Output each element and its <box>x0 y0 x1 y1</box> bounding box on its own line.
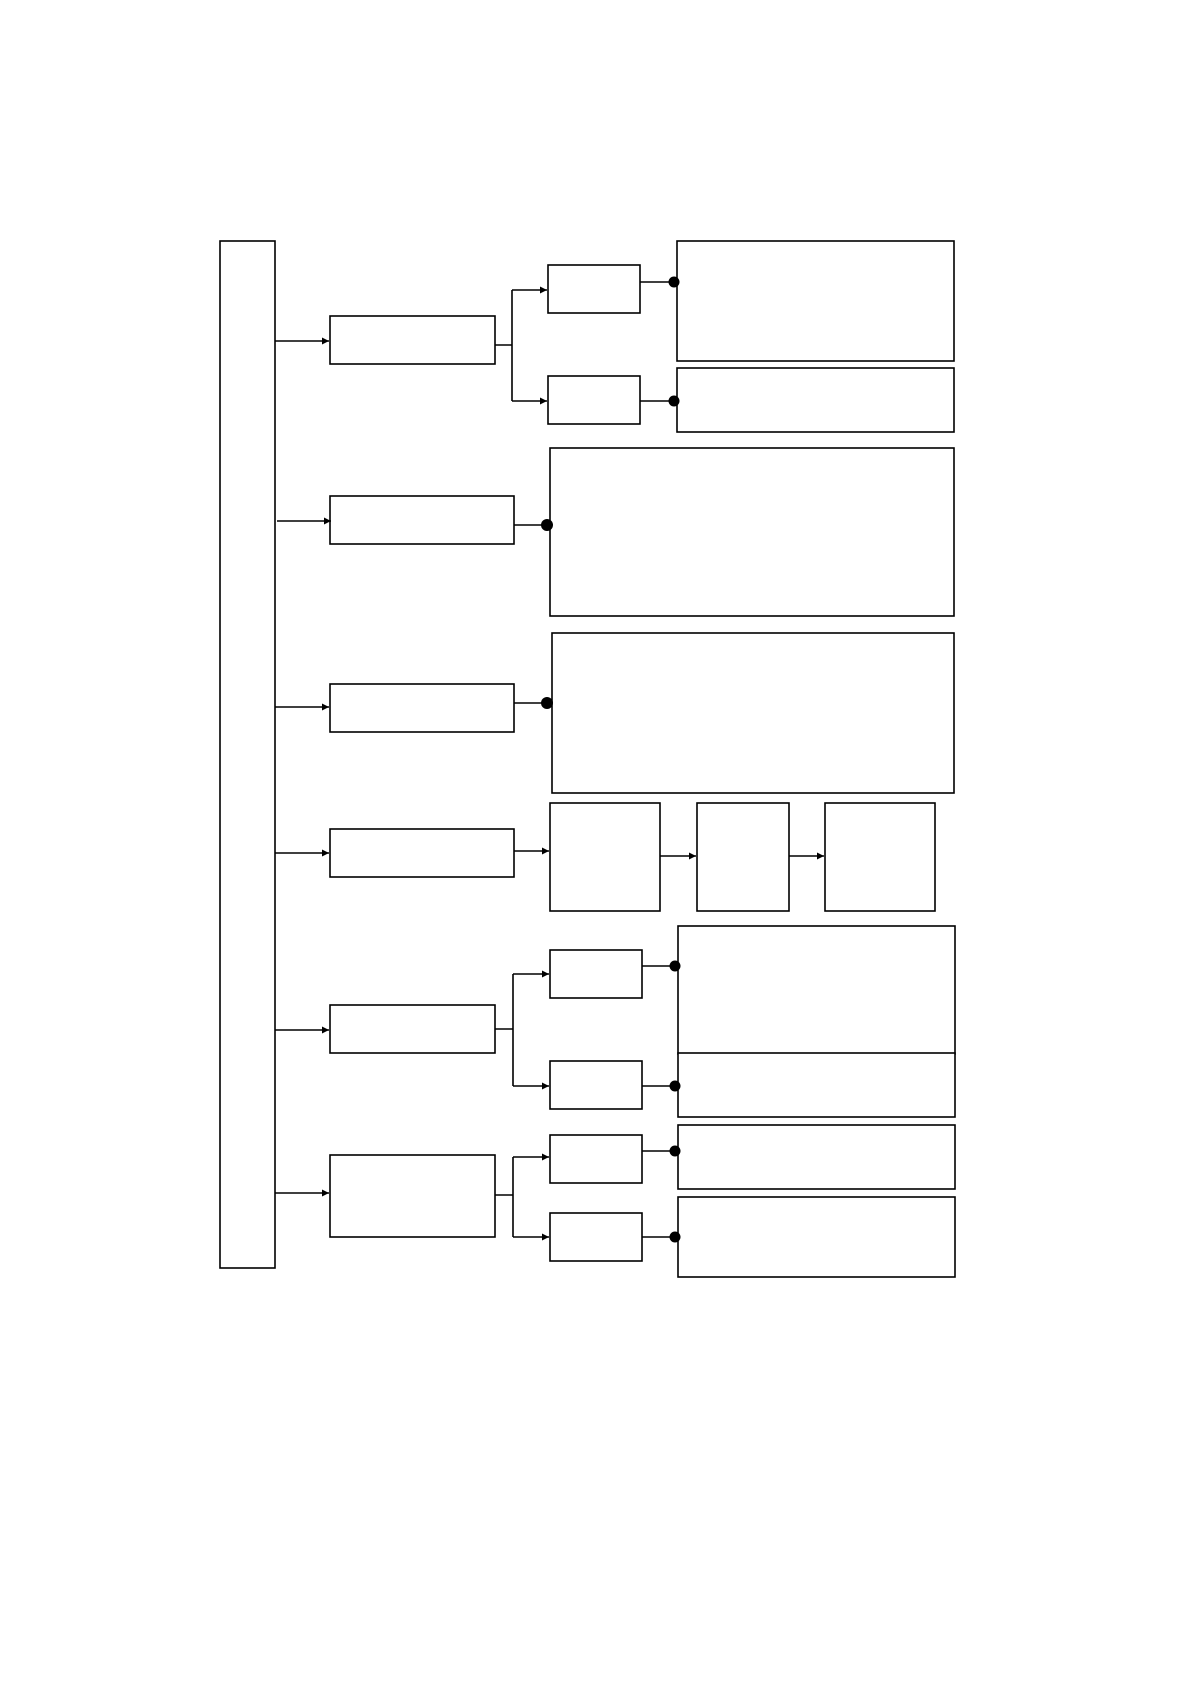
branch-1-box <box>329 315 496 365</box>
dot-branch-3-detail <box>541 697 553 709</box>
branch-3-detail-box <box>551 632 955 794</box>
branch-1-sub-b-detail-box <box>676 367 955 433</box>
dot-branch-1-sub-a-detail <box>668 276 680 288</box>
branch-1-sub-b-box <box>547 375 641 425</box>
branch-6-sub-b-box <box>549 1212 643 1262</box>
connector-branch-6-fork <box>495 1157 514 1237</box>
branch-5-sub-b-box <box>549 1060 643 1110</box>
branch-2-detail-box <box>549 447 955 617</box>
connector-branch-1-fork <box>495 290 513 401</box>
connector-branch-5-fork <box>495 974 514 1086</box>
branch-6-sub-a-detail-box <box>677 1124 956 1190</box>
branch-5-sub-a-detail-box <box>677 925 956 1055</box>
branch-3-box <box>329 683 515 733</box>
branch-2-box <box>329 495 515 545</box>
branch-6-sub-a-box <box>549 1134 643 1184</box>
dot-branch-6-sub-b-detail <box>669 1231 681 1243</box>
branch-4-step-1-box <box>549 802 661 912</box>
branch-5-sub-a-box <box>549 949 643 999</box>
root-box <box>219 240 276 1269</box>
branch-1-sub-a-detail-box <box>676 240 955 362</box>
branch-4-step-2-box <box>696 802 790 912</box>
branch-6-sub-b-detail-box <box>677 1196 956 1278</box>
branch-4-box <box>329 828 515 878</box>
dot-branch-1-sub-b-detail <box>668 395 680 407</box>
branch-5-sub-b-detail-box <box>677 1052 956 1118</box>
dot-branch-5-sub-a-detail <box>669 960 681 972</box>
dot-branch-2-detail <box>541 519 553 531</box>
branch-1-sub-a-box <box>547 264 641 314</box>
dot-branch-6-sub-a-detail <box>669 1145 681 1157</box>
dot-branch-5-sub-b-detail <box>669 1080 681 1092</box>
branch-4-step-3-box <box>824 802 936 912</box>
branch-5-box <box>329 1004 496 1054</box>
branch-6-box <box>329 1154 496 1238</box>
